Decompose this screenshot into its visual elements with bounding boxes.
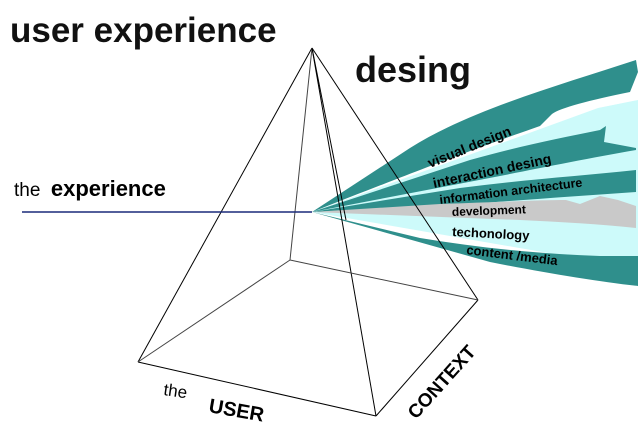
user-prefix: the [162,380,188,402]
user-word: USER [207,395,266,426]
experience-word: experience [51,176,166,201]
layer-band-interaction-design [312,126,636,212]
layer-label-technology: techonology [452,224,531,243]
layer-band-development [312,196,636,228]
layer-band-information-architecture [312,170,636,212]
experience-label: the experience [14,176,166,201]
pyramid-wireframe [137,47,479,417]
layer-label-development: development [452,202,526,219]
experience-prefix: the [14,180,40,201]
layer-band-content-media [312,212,638,286]
title-line1: user experience [10,11,277,50]
layer-fan [312,60,638,286]
title-line2: desing [355,49,471,90]
context-label: CONTEXT [404,342,481,424]
layer-band-visual-design [312,60,638,212]
